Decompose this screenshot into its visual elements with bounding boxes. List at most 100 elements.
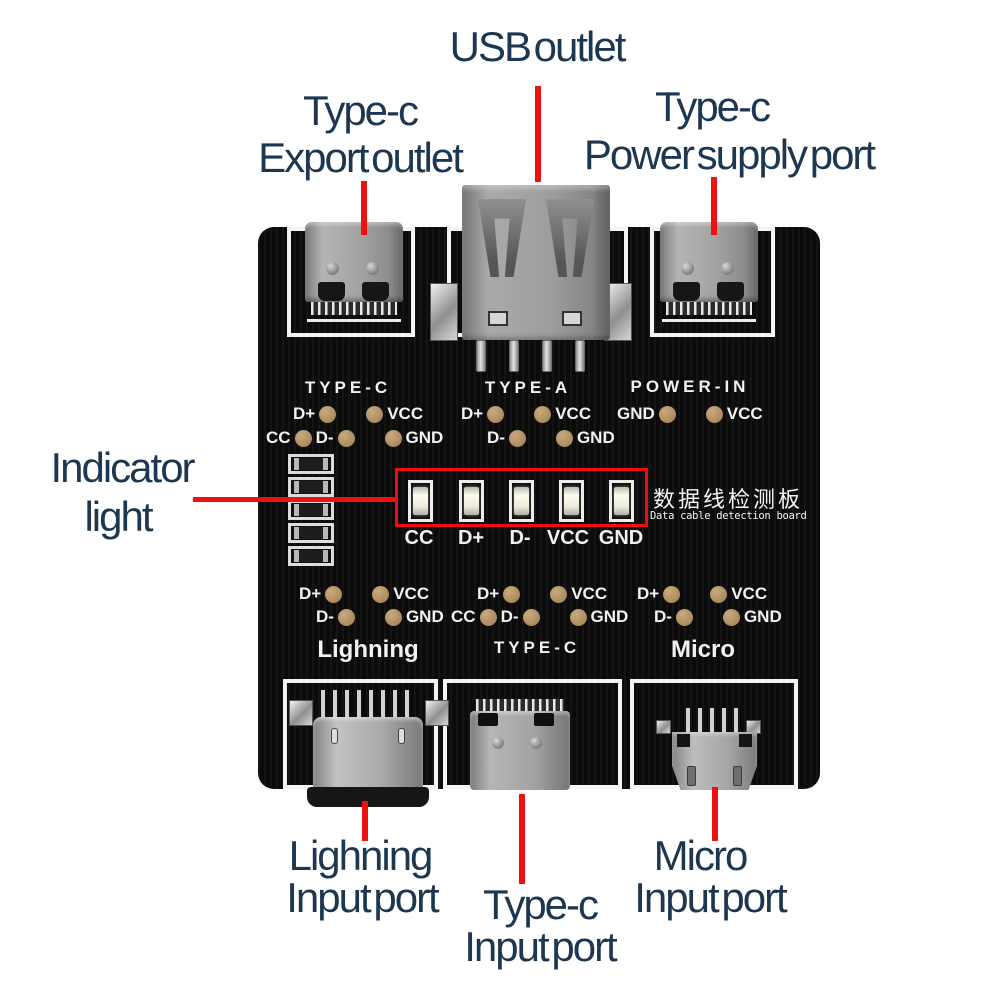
connector-rivet — [530, 737, 542, 749]
pad-label: GND — [617, 404, 655, 423]
indicator-led — [408, 480, 433, 522]
connector-pins — [686, 708, 742, 733]
solder-pad — [503, 585, 521, 603]
usb-mount-tab — [430, 283, 458, 341]
micro-mount-tab — [656, 720, 671, 734]
connector-body — [313, 717, 423, 789]
connector-pin-comb — [476, 699, 564, 712]
solder-pad — [366, 405, 384, 423]
led-label: CC — [404, 527, 434, 549]
usb-solder-pin — [509, 340, 519, 372]
pad-row-typea-1: D+ VCC — [461, 404, 592, 423]
pad-label: CC — [266, 428, 291, 447]
typec-input-label-line1: Type-c — [482, 881, 599, 928]
led-chip — [614, 487, 629, 515]
pad-row-typec-top-1: D+ VCC — [293, 404, 424, 423]
connector-rivet — [366, 262, 379, 275]
pad-label: VCC — [731, 584, 768, 603]
pad-row-typec-bottom-1: D+ VCC — [477, 584, 608, 603]
lightning-mount-tab — [289, 700, 313, 726]
connector-rivet — [492, 737, 504, 749]
solder-pad — [337, 608, 355, 626]
resistor — [288, 500, 334, 520]
lightning-connector — [307, 690, 429, 808]
connector-pins — [321, 690, 415, 718]
led-chip — [564, 487, 579, 515]
resistor-chip — [294, 481, 328, 493]
typec-export-connector — [305, 222, 403, 325]
spacer — [346, 594, 368, 595]
pad-row-micro-1: D+ VCC — [637, 584, 768, 603]
usb-solder-pin — [542, 340, 552, 372]
pad-label: VCC — [387, 404, 424, 423]
callout-line-typec-export — [361, 181, 367, 235]
spacer — [359, 438, 381, 439]
solder-pad — [555, 429, 573, 447]
led-chip — [464, 487, 479, 515]
solder-pad — [675, 608, 693, 626]
connector-slot — [733, 766, 742, 786]
connector-pin-comb — [311, 302, 397, 315]
led-label: D- — [509, 527, 531, 549]
indicator-led — [509, 480, 534, 522]
callout-line-usb-outlet — [535, 86, 541, 182]
resistor-chip — [294, 550, 328, 562]
indicator-led-highlight-box — [395, 468, 648, 527]
resistor-chip — [294, 458, 328, 470]
spacer — [340, 414, 362, 415]
lightning-input-label-line1: Lighning — [288, 832, 434, 879]
usb-latch-hole — [488, 311, 508, 326]
led-chip — [514, 487, 529, 515]
board-title-english: Data cable detection board — [650, 510, 807, 522]
led-chip — [413, 487, 428, 515]
connector-notch — [318, 282, 345, 301]
spacer — [544, 617, 566, 618]
typec-power-label-line1: Type-c — [654, 83, 771, 130]
indicator-led — [609, 480, 634, 522]
pad-label: D- — [315, 428, 334, 447]
pad-label: D- — [654, 607, 672, 626]
resistor — [288, 477, 334, 497]
pad-row-typec-top-2: CC D- GND — [266, 428, 443, 447]
connector-clip — [739, 734, 752, 747]
typec-power-label-line2: Power supply port — [583, 131, 876, 178]
typec-input-connector — [470, 697, 570, 790]
indicator-light-label-line1: Indicator — [50, 444, 195, 491]
typec-export-label-line1: Type-c — [302, 87, 419, 134]
section-title-micro: Micro — [670, 636, 736, 663]
pad-label: D+ — [637, 584, 660, 603]
board-title-chinese: 数据线检测板 — [653, 488, 804, 513]
connector-base — [307, 787, 429, 807]
spacer — [508, 414, 530, 415]
usb-outlet-label: USB outlet — [449, 23, 627, 70]
solder-pad — [710, 585, 728, 603]
connector-latch — [534, 713, 554, 726]
pad-row-powerin: GND VCC — [617, 404, 763, 423]
pad-label: VCC — [555, 404, 592, 423]
connector-clip — [677, 734, 690, 747]
solder-pad — [325, 585, 343, 603]
pad-label: CC — [451, 607, 476, 626]
lightning-input-label-line2: Input port — [286, 874, 439, 921]
connector-slot — [687, 766, 696, 786]
usb-a-connector — [462, 185, 610, 372]
resistor — [288, 546, 334, 566]
resistor-chip — [294, 527, 328, 539]
callout-line-indicator — [193, 497, 396, 502]
solder-pad — [722, 608, 740, 626]
callout-line-lightning-input — [362, 801, 368, 841]
pad-label: D- — [487, 428, 505, 447]
pad-row-lightning-2: D- GND — [316, 607, 444, 626]
solder-pad — [487, 405, 505, 423]
pad-label: VCC — [393, 584, 430, 603]
pad-label: D- — [316, 607, 334, 626]
solder-pad — [384, 608, 402, 626]
spacer — [684, 594, 706, 595]
micro-input-label-line2: Input port — [634, 874, 787, 921]
pad-label: GND — [590, 607, 629, 626]
solder-pad — [372, 585, 390, 603]
pad-label: GND — [405, 607, 444, 626]
pad-label: VCC — [571, 584, 608, 603]
connector-slot — [398, 728, 405, 744]
